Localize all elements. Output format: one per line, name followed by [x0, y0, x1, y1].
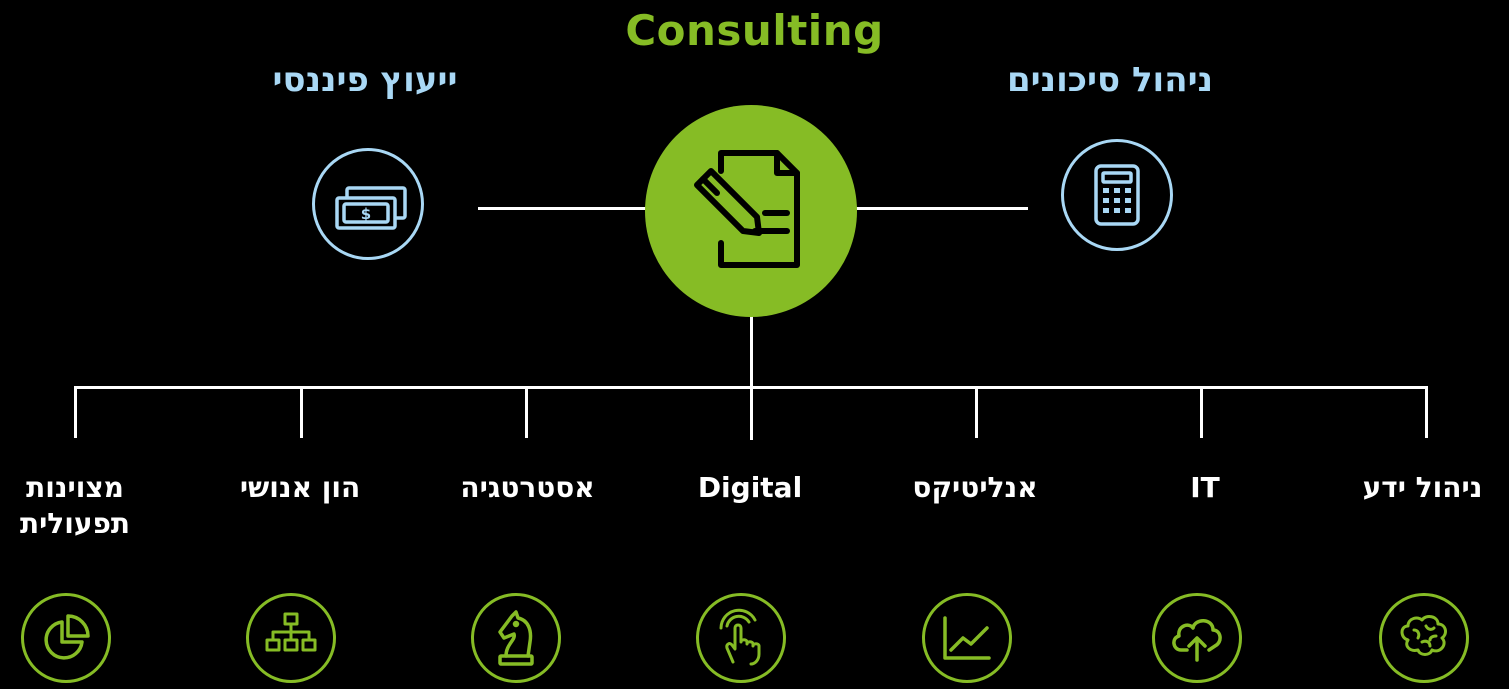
category-node-strategy	[471, 593, 561, 683]
category-node-human-capital	[246, 593, 336, 683]
category-label-it: IT	[1190, 471, 1220, 504]
document-edit-icon	[694, 150, 800, 268]
center-vertical-line	[750, 308, 753, 440]
chess-knight-icon	[498, 610, 534, 666]
risk-management-node	[1061, 139, 1173, 251]
branch-drop-line	[975, 386, 978, 438]
money-icon: $	[335, 186, 407, 230]
branch-drop-line	[525, 386, 528, 438]
financial-advisory-label: ייעוץ פיננסי	[272, 60, 458, 100]
horizontal-branch-line	[75, 386, 1428, 389]
line-chart-icon	[943, 616, 991, 660]
touch-hand-icon	[719, 608, 761, 666]
category-label-line2: תפעולית	[19, 507, 131, 540]
cloud-upload-icon	[1172, 619, 1222, 662]
category-label-analytics: אנליטיקס	[912, 471, 1038, 504]
branch-drop-line	[74, 386, 77, 438]
category-label-line1: מצוינות	[26, 471, 124, 504]
category-label-knowledge-management: ניהול ידע	[1362, 471, 1483, 504]
consulting-node	[645, 105, 857, 317]
category-node-operational-excellence	[21, 593, 111, 683]
org-chart-icon	[265, 612, 317, 652]
category-label-human-capital: הון אנושי	[239, 471, 361, 504]
category-label-digital: Digital	[697, 471, 803, 504]
branch-drop-line	[1200, 386, 1203, 438]
pie-chart-icon	[44, 614, 90, 660]
branch-drop-line	[1425, 386, 1428, 438]
category-label-operational-excellence: מצוינות תפעולית	[0, 470, 150, 542]
category-node-digital	[696, 593, 786, 683]
category-node-it	[1152, 593, 1242, 683]
calculator-icon	[1094, 164, 1140, 226]
category-node-analytics	[922, 593, 1012, 683]
category-node-knowledge-management	[1379, 593, 1469, 683]
right-connector-line	[855, 207, 1028, 210]
branch-drop-line	[300, 386, 303, 438]
page-title: Consulting	[625, 6, 884, 55]
financial-advisory-node: $	[312, 148, 424, 260]
risk-management-label: ניהול סיכונים	[1007, 60, 1213, 100]
category-label-strategy: אסטרטגיה	[460, 471, 595, 504]
svg-text:$: $	[361, 205, 371, 223]
left-connector-line	[478, 207, 648, 210]
brain-icon	[1400, 615, 1447, 656]
